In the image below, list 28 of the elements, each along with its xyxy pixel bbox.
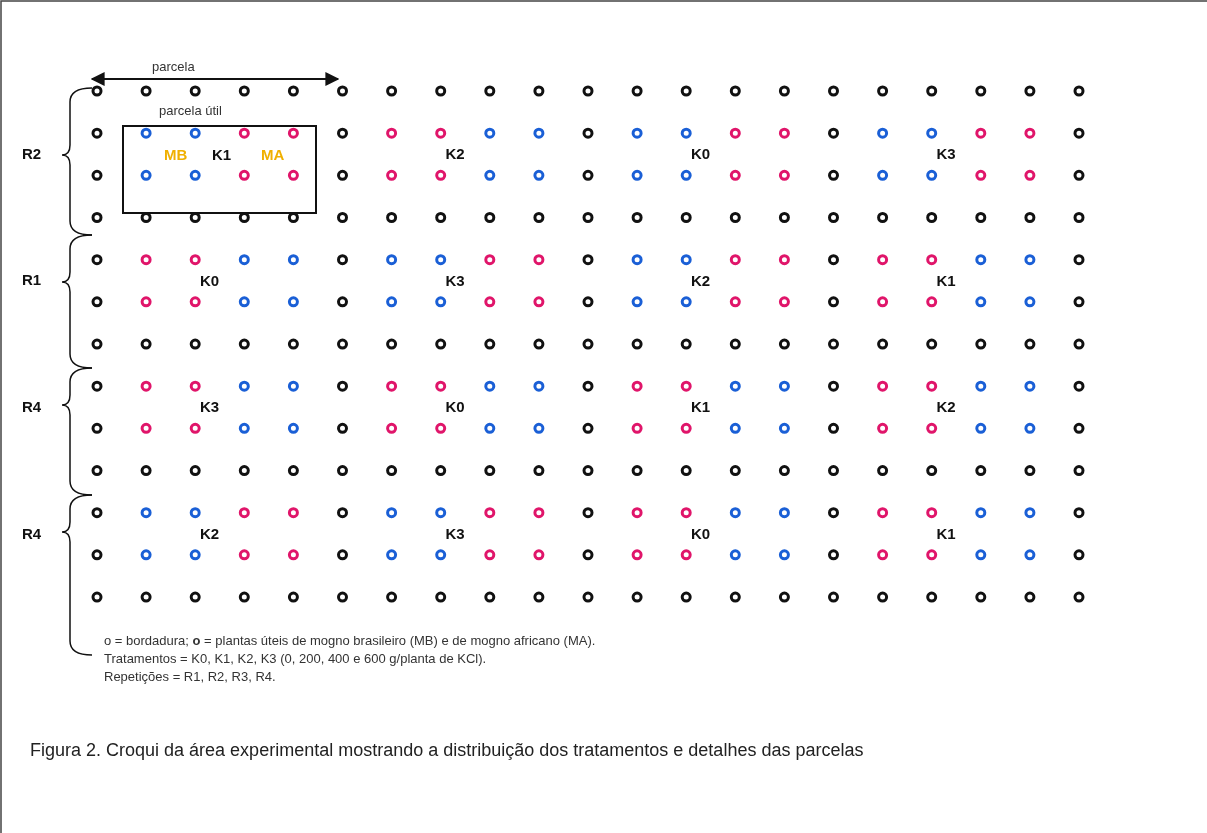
- treatment-label: K2: [445, 146, 465, 162]
- plot-label: parcela útil: [159, 104, 222, 117]
- legend-note: Tratamentos = K0, K1, K2, K3 (0, 200, 400 e 600 g/planta de KCl).: [104, 652, 487, 665]
- treatment-label: K2: [690, 272, 711, 288]
- treatment-label: K0: [445, 399, 465, 415]
- legend-note: Repetições = R1, R2, R3, R4.: [104, 670, 276, 683]
- treatment-label: K1: [690, 399, 711, 415]
- species-label: MB: [164, 147, 188, 162]
- species-label: MA: [261, 147, 285, 162]
- treatment-label: K0: [199, 272, 220, 288]
- repetition-label: R2: [22, 146, 42, 161]
- treatment-label: K1: [212, 147, 232, 162]
- treatment-label: K2: [199, 525, 220, 541]
- repetition-label: R4: [22, 526, 42, 541]
- treatment-label: K1: [936, 272, 956, 288]
- figure-caption: Figura 2. Croqui da área experimental mostrando a distribuição dos tratamentos e detalhes das parcelas: [30, 739, 865, 762]
- repetition-label: R4: [22, 399, 42, 414]
- treatment-label: K3: [936, 146, 956, 162]
- dimension-label: parcela: [152, 60, 195, 73]
- treatment-label: K1: [936, 525, 956, 541]
- treatment-label: K3: [445, 272, 465, 288]
- repetition-label: R1: [22, 272, 42, 287]
- treatment-label: K3: [445, 525, 465, 541]
- treatment-label: K3: [199, 399, 220, 415]
- treatment-label: K0: [690, 146, 711, 162]
- treatment-label: K2: [936, 399, 956, 415]
- treatment-label: K0: [690, 525, 711, 541]
- legend-note: o = bordadura; o = plantas úteis de mogno brasileiro (MB) e de mogno africano (MA).: [104, 634, 596, 647]
